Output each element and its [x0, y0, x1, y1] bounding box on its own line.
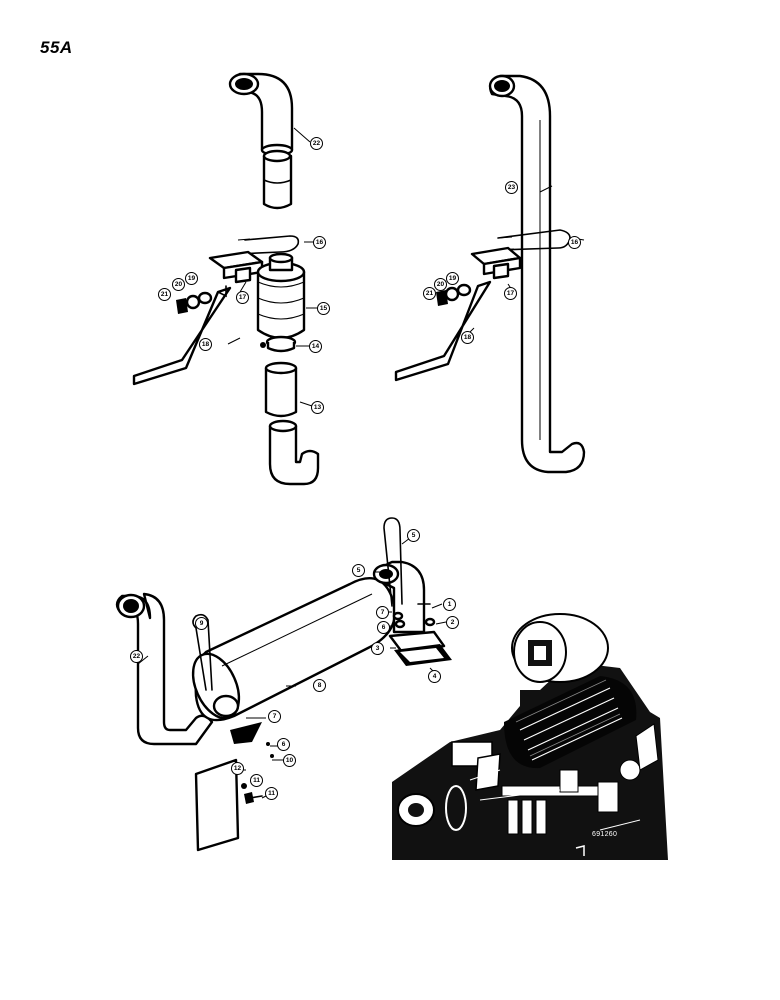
callout-22-bottom: 22 — [130, 650, 143, 663]
photo-reference-code: 691260 — [592, 831, 618, 838]
callout-11: 11 — [265, 787, 278, 800]
washer-12 — [241, 783, 247, 789]
callout-3: 3 — [371, 642, 384, 655]
callout-20: 20 — [172, 278, 185, 291]
callout-16-right: 16 — [568, 236, 581, 249]
callout-10: 12 — [231, 762, 244, 775]
callout-18-right: 18 — [461, 331, 474, 344]
callout-5-left: 9 — [195, 617, 208, 630]
callout-17: 17 — [236, 291, 249, 304]
callout-17-right: 17 — [504, 287, 517, 300]
callout-6-top: 6 — [377, 621, 390, 634]
exhaust-stack-23 — [489, 74, 586, 474]
elbow-outlet-hole — [235, 78, 253, 90]
upper-straight-pipe — [262, 154, 293, 210]
callout-9: 7 — [268, 710, 281, 723]
muffler-outlet — [212, 694, 240, 718]
callout-15: 15 — [317, 302, 330, 315]
callout-23: 23 — [505, 181, 518, 194]
page-number: 55A — [40, 38, 73, 57]
callout-7-top: 7 — [376, 606, 389, 619]
lower-straight-pipe — [264, 366, 298, 418]
top-left-exhaust-assembly — [132, 72, 320, 486]
callout-8: 8 — [313, 679, 326, 692]
callout-1: 1 — [443, 598, 456, 611]
callout-5-mid: 5 — [352, 564, 365, 577]
callout-21: 21 — [158, 288, 171, 301]
callout-12: 11 — [250, 774, 263, 787]
callout-20-right: 20 — [434, 278, 447, 291]
callout-4: 4 — [428, 670, 441, 683]
callout-6-bottom: 10 — [283, 754, 296, 767]
callout-7-bottom: 6 — [277, 738, 290, 751]
bottom-exhaust-assembly — [115, 517, 452, 852]
lower-elbow-pipe — [268, 424, 320, 486]
callout-13: 13 — [311, 401, 324, 414]
support-arm-18 — [132, 286, 232, 386]
lockwasher-20 — [185, 294, 201, 310]
plate-10 — [194, 758, 240, 852]
top-right-exhaust-assembly — [394, 74, 586, 474]
callout-19-right: 19 — [446, 272, 459, 285]
callout-22: 22 — [310, 137, 323, 150]
callout-2: 2 — [446, 616, 459, 629]
callout-18: 18 — [199, 338, 212, 351]
callout-14: 14 — [309, 340, 322, 353]
clamp-5-right — [383, 517, 403, 607]
callout-5-top: 5 — [407, 529, 420, 542]
washer-19 — [197, 291, 213, 305]
nut-21 — [176, 298, 188, 314]
u-bolt-16 — [237, 235, 300, 255]
bracket-9 — [230, 722, 262, 744]
callout-19: 19 — [185, 272, 198, 285]
callout-21-right: 21 — [423, 287, 436, 300]
clamp-5-left — [192, 613, 213, 691]
support-arm-18-right — [394, 280, 492, 382]
exhaust-elbow-22 — [115, 592, 214, 746]
engine-photo — [392, 613, 668, 860]
callout-16: 16 — [313, 236, 326, 249]
